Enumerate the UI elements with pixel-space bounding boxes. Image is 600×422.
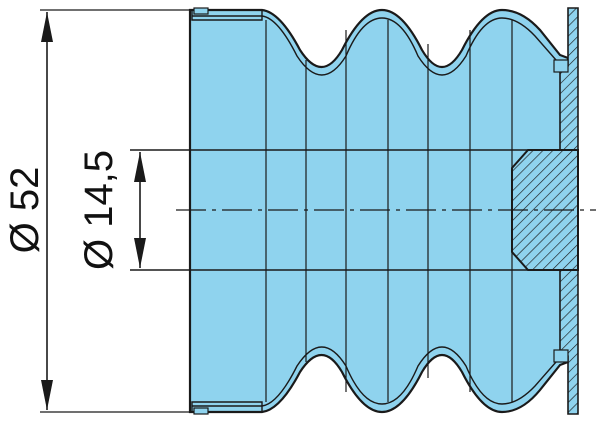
inner-arrow-top bbox=[134, 152, 146, 182]
end-plate-bottom-hatch bbox=[559, 269, 579, 415]
outer-arrow-top bbox=[41, 12, 53, 42]
fold-lines bbox=[265, 20, 513, 402]
bellows-inner-wall-bottom bbox=[192, 346, 557, 407]
inner-diameter-label: Ø 14,5 bbox=[77, 150, 121, 270]
end-plate-notch-top bbox=[553, 59, 569, 73]
collar-top bbox=[191, 10, 263, 21]
end-plate-top-hatch bbox=[559, 7, 579, 151]
collar-top-lip bbox=[193, 7, 209, 15]
outer-arrow-bottom bbox=[41, 380, 53, 410]
collar-bottom bbox=[191, 401, 263, 412]
end-plate-notch-bottom bbox=[553, 349, 569, 363]
collar-bottom-lip bbox=[193, 407, 209, 415]
outer-diameter-label: Ø 52 bbox=[3, 167, 47, 254]
inner-arrow-bottom bbox=[134, 238, 146, 268]
bellows-inner-wall-top bbox=[192, 15, 557, 76]
